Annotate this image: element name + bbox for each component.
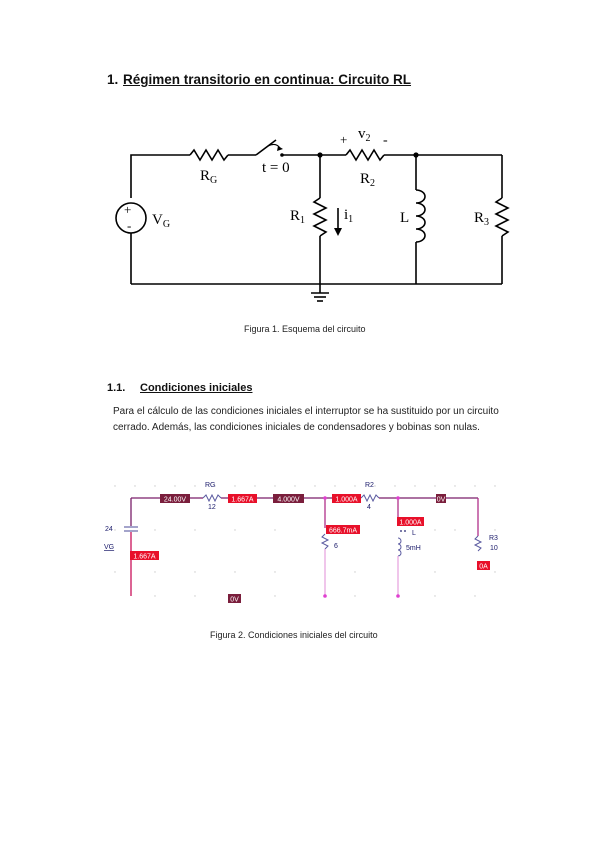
section-title: Régimen transitorio en continua: Circuit… <box>123 72 412 87</box>
junction-dot <box>317 152 323 158</box>
l-value: 5mH <box>406 545 421 552</box>
current-readout: 1.667A <box>130 551 159 561</box>
section-number: 1. <box>107 72 119 87</box>
r1-value: 6 <box>334 543 338 550</box>
switch-blade <box>255 139 277 156</box>
rg-resistor <box>189 148 229 162</box>
section-number: 1.1. <box>107 382 126 394</box>
figure-2-caption: Figura 2. Condiciones iniciales del circ… <box>210 630 378 640</box>
svg-text:0A: 0A <box>479 564 488 571</box>
current-readout: 1.000A <box>332 494 361 504</box>
r2-resistor <box>360 493 380 503</box>
vg-label: VG <box>152 212 170 230</box>
vg-value: 24 <box>105 526 113 533</box>
voltage-readout: 4.000V <box>273 494 304 504</box>
voltage-readout: 0V <box>228 594 241 604</box>
l-name: L <box>412 530 416 537</box>
r3-value: 10 <box>490 545 498 552</box>
svg-text:1.000A: 1.000A <box>399 520 422 527</box>
svg-text:0V: 0V <box>230 597 239 604</box>
r2-name: R2 <box>365 482 374 489</box>
i1-label: i1 <box>344 207 353 225</box>
current-readout: 1.667A <box>228 494 257 504</box>
r1-label: R1 <box>290 208 305 226</box>
current-readout: 1.000A <box>397 517 424 527</box>
inductor-l <box>397 537 402 557</box>
l-label: L <box>400 210 409 226</box>
v2-label: v2 <box>358 126 371 144</box>
voltage-readout: 0V <box>436 494 446 504</box>
voltage-readout: 24.00V <box>160 494 190 504</box>
current-arrow-head <box>334 228 342 236</box>
r2-resistor <box>345 148 385 162</box>
v2-plus: + <box>340 132 347 147</box>
svg-text:1.000A: 1.000A <box>335 497 358 504</box>
section-heading-1-1: 1.1. Condiciones iniciales <box>107 382 252 394</box>
figure-1-caption: Figura 1. Esquema del circuito <box>244 324 366 334</box>
section-title: Condiciones iniciales <box>140 382 253 394</box>
r1-resistor <box>320 533 330 550</box>
source-minus: - <box>127 218 131 233</box>
junction-dot <box>413 152 419 158</box>
rg-resistor <box>202 493 222 503</box>
figure-1-schematic: + - VG RG t = 0 + v2 - R2 R1 i1 L R3 <box>115 126 510 302</box>
r3-name: R3 <box>489 535 498 542</box>
svg-text:1.667A: 1.667A <box>133 554 156 561</box>
current-readout: 666.7mA <box>326 525 360 535</box>
section-heading-1: 1. Régimen transitorio en continua: Circu… <box>107 72 411 87</box>
r2-value: 4 <box>367 504 371 511</box>
svg-text:24.00V: 24.00V <box>164 497 187 504</box>
r3-label: R3 <box>474 210 489 228</box>
svg-text:4.000V: 4.000V <box>277 497 300 504</box>
svg-text:1.667A: 1.667A <box>231 497 254 504</box>
switch-label: t = 0 <box>262 160 290 176</box>
source-plus: + <box>124 202 131 217</box>
rg-label: RG <box>200 168 217 186</box>
r3-resistor <box>473 535 483 552</box>
rg-name: RG <box>205 482 216 489</box>
rg-value: 12 <box>208 504 216 511</box>
r3-resistor <box>494 197 510 237</box>
svg-text:666.7mA: 666.7mA <box>329 528 357 535</box>
r2-label: R2 <box>360 171 375 189</box>
v2-minus: - <box>383 133 388 148</box>
figure-2-simulation: 24.00V 4.000V 0V 0V 1.667A 1.000A 666.7m… <box>104 482 498 604</box>
inductor-l <box>415 189 426 243</box>
current-readout: 0A <box>477 561 490 571</box>
vg-name: VG <box>104 544 114 551</box>
svg-text:0V: 0V <box>437 497 446 504</box>
r1-resistor <box>312 197 328 237</box>
body-paragraph: Para el cálculo de las condiciones inici… <box>113 406 499 433</box>
switch-contact <box>280 153 284 157</box>
